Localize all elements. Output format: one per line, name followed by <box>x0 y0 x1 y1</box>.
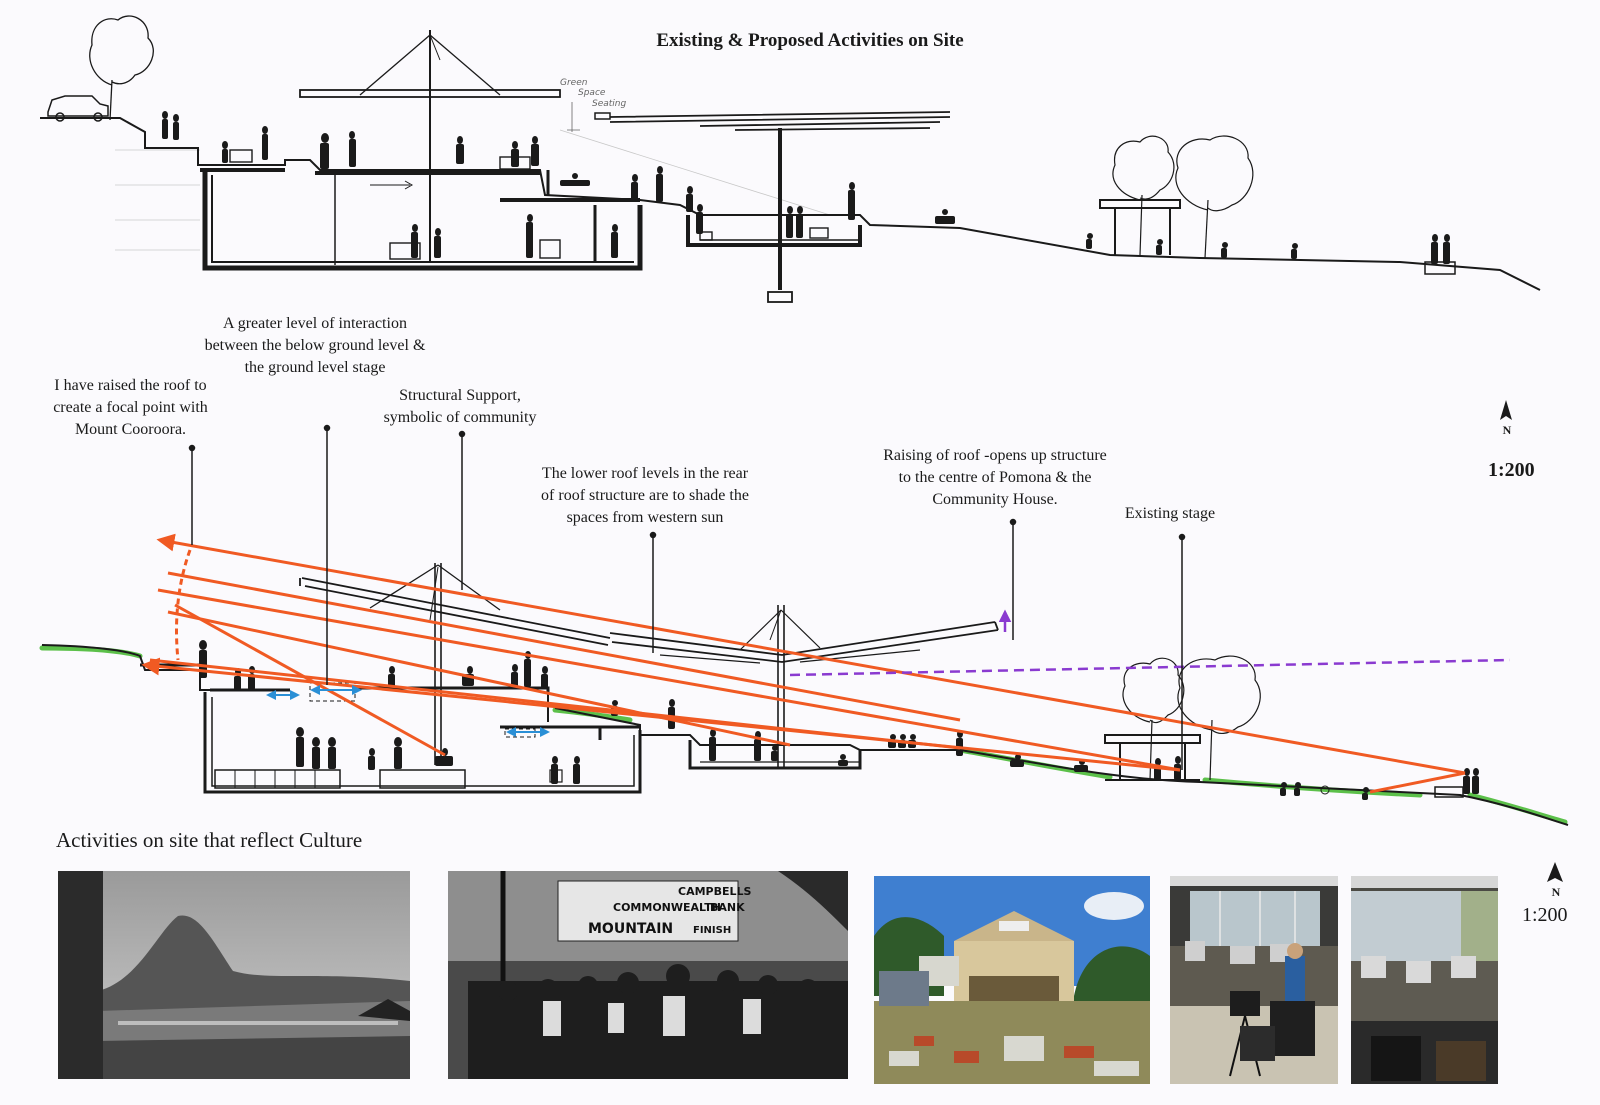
purple-dashed-line <box>789 609 1511 677</box>
svg-text:Green: Green <box>560 78 588 88</box>
banner-line4: MOUNTAIN <box>588 921 673 937</box>
annotation-structural-text: Structural Support, symbolic of communit… <box>383 387 537 426</box>
north-arrow-lower-icon <box>1547 862 1563 882</box>
svg-text:Space: Space <box>578 88 606 98</box>
lower-section <box>39 563 1569 826</box>
lower-building-shell <box>203 692 642 794</box>
tree-upper-right-1 <box>1112 135 1175 256</box>
scale-lower: 1:200 <box>1522 904 1568 926</box>
upper-furniture <box>229 149 829 260</box>
upper-building-shell <box>202 170 643 271</box>
annotation-lower-roof-text: The lower roof levels in the rear of roo… <box>541 465 749 526</box>
car-icon <box>47 95 109 122</box>
upper-upper-slab <box>200 168 640 202</box>
sheet-title: Existing & Proposed Activities on Site <box>656 30 964 51</box>
blue-arrows <box>266 685 550 737</box>
tree-upper-right-2 <box>1175 135 1254 259</box>
upper-roof-1 <box>299 89 561 98</box>
upper-roof-3 <box>609 111 951 131</box>
lower-roof-raised <box>299 577 611 646</box>
tree-upper-left <box>89 15 154 121</box>
annotation-roof-focal-text: I have raised the roof to create a focal… <box>53 377 208 438</box>
banner-line3: BANK <box>710 901 745 914</box>
annotation-roof-focal: I have raised the roof to create a focal… <box>28 375 233 441</box>
lower-ground-line <box>41 644 1569 826</box>
upper-people <box>162 111 1450 264</box>
upper-ground-line <box>40 117 1541 291</box>
banner-line2: COMMONWEALTH <box>613 901 721 914</box>
annotation-raising-roof-text: Raising of roof -opens up structure to t… <box>883 447 1107 508</box>
annotation-existing-stage: Existing stage <box>1110 503 1230 525</box>
svg-text:Seating: Seating <box>592 99 626 109</box>
upper-roof-2 <box>594 112 611 120</box>
construction-lines <box>115 129 831 251</box>
annotation-structural: Structural Support, symbolic of communit… <box>360 385 560 429</box>
lower-roof-right <box>609 621 999 663</box>
annotation-lower-roof: The lower roof levels in the rear of roo… <box>515 463 775 529</box>
north-arrow-upper-icon <box>1500 400 1512 420</box>
lower-existing-stage <box>1104 734 1201 781</box>
photo-cafe-musician <box>1170 876 1338 1084</box>
leader-lines <box>188 424 1186 770</box>
annotation-existing-stage-text: Existing stage <box>1124 505 1216 522</box>
photo-mount-cooroora <box>58 871 410 1079</box>
photo-community-house <box>874 876 1150 1084</box>
activities-heading: Activities on site that reflect Culture <box>56 828 363 852</box>
north-letter-lower: N <box>1551 885 1561 899</box>
banner-line1: CAMPBELLS <box>678 885 752 898</box>
tree-lower-2 <box>1177 655 1261 781</box>
upper-deck <box>686 215 862 247</box>
lower-deck <box>688 740 862 770</box>
scale-upper: 1:200 <box>1488 459 1535 481</box>
annotation-raising-roof: Raising of roof -opens up structure to t… <box>860 445 1130 511</box>
north-letter-upper: N <box>1502 423 1512 437</box>
sketch-handwriting: Green Space Seating <box>560 78 626 132</box>
annotation-interaction-text: A greater level of interaction between t… <box>204 315 426 376</box>
upper-section <box>40 15 1541 303</box>
sightlines <box>141 533 1466 794</box>
tree-lower-1 <box>1122 657 1185 781</box>
annotation-interaction: A greater level of interaction between t… <box>180 313 450 379</box>
photo-mountain-race: CAMPBELLS COMMONWEALTH BANK MOUNTAIN FIN… <box>448 871 848 1079</box>
photo-cafe-tables <box>1351 876 1498 1084</box>
banner-line5: FINISH <box>693 925 731 936</box>
